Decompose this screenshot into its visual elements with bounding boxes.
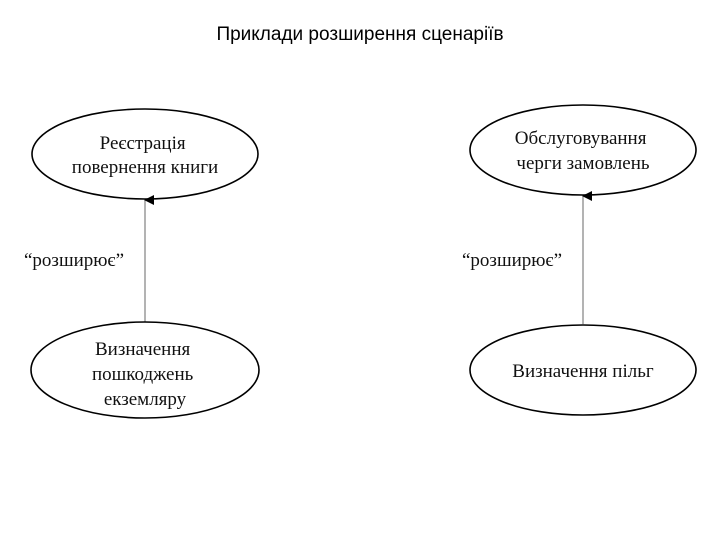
diagram-right: Обслуговування черги замовлень “розширює…: [462, 104, 697, 416]
diagram-left: Реєстрація повернення книги “розширює” В…: [24, 108, 260, 419]
use-case-oval-registration[interactable]: [31, 108, 259, 200]
use-case-oval-queue[interactable]: [469, 104, 697, 196]
use-case-label-benefits: Визначення пільг: [512, 361, 654, 382]
use-case-label-registration: Реєстрація повернення книги: [72, 133, 218, 178]
extend-label-right: “розширює”: [462, 250, 562, 271]
extend-label-left: “розширює”: [24, 250, 124, 271]
use-case-label-queue: Обслуговування черги замовлень: [515, 128, 651, 174]
use-case-label-damage: Визначення пошкоджень екземляру: [92, 339, 198, 410]
use-case-oval-benefits[interactable]: [469, 324, 697, 416]
page-title: Приклади розширення сценаріїв: [216, 24, 504, 45]
use-case-oval-damage[interactable]: [30, 321, 260, 419]
